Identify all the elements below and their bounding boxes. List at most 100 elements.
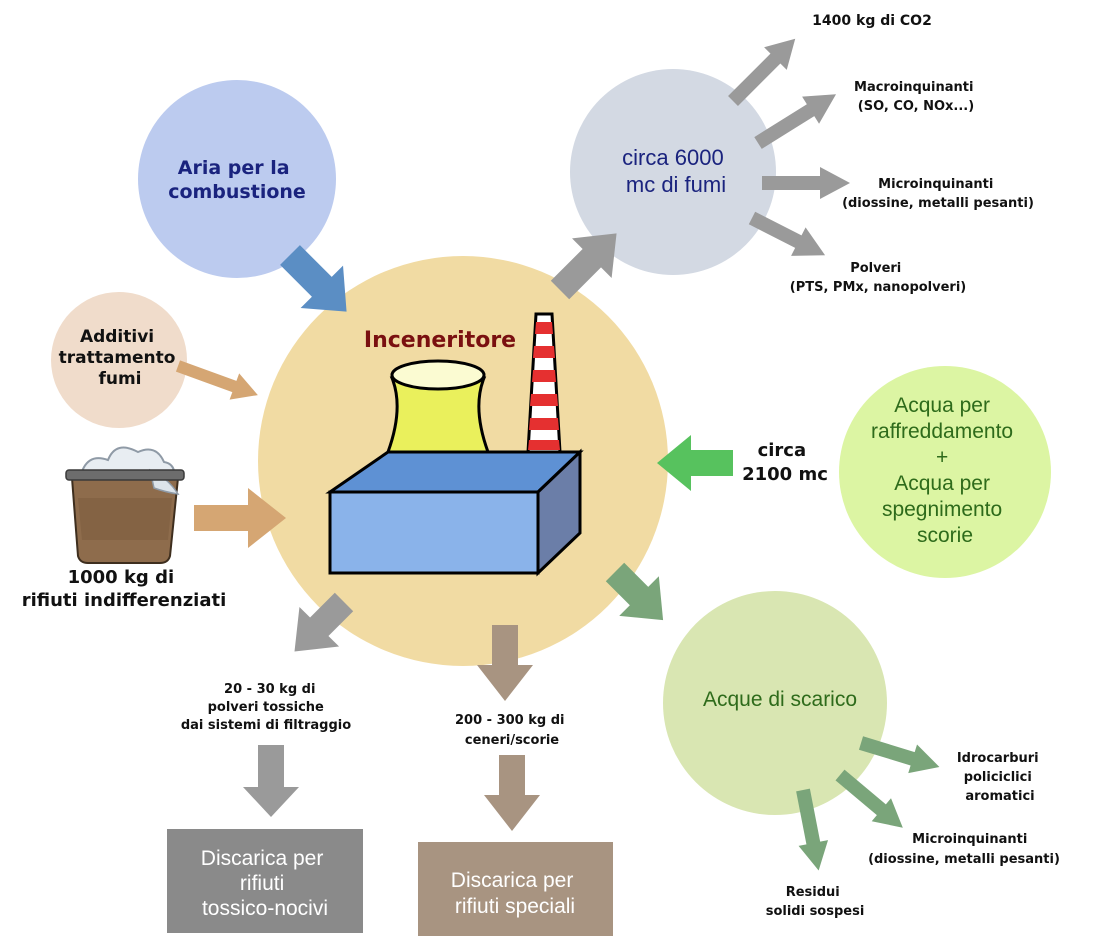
ashes-label-line: ceneri/scorie [465,733,559,748]
arrow-shape [796,788,829,871]
macro-label-line: Macroinquinanti [854,80,973,95]
arrow-additives-in [175,360,258,400]
wastewater-circle [663,591,887,815]
special-landfill-label: Discarica per rifiuti speciali [451,869,579,918]
additives-label-line: fumi [98,369,141,389]
arrow-shape [194,488,286,548]
arrow-ashes-out [477,625,533,701]
arrow-fumes-out [550,233,617,300]
water-label-line: scorie [917,524,973,547]
arrow-residues [796,788,829,871]
chimney-stripe [528,440,560,450]
air-circle [138,80,336,278]
arrow-shape [605,562,664,621]
water-amount-line: 2100 mc [742,464,828,485]
arrow-water-in [657,435,733,491]
arrow-co2 [728,38,796,106]
arrow-micro [762,167,850,199]
water-amount-label: circa 2100 mc [742,440,828,485]
powders-label: Polveri (PTS, PMx, nanopolveri) [790,261,966,295]
special-landfill-box [418,842,613,936]
water-label: Acqua per raffreddamento + Acqua per spe… [871,394,1019,547]
toxic-landfill-label-line: Discarica per [201,847,324,870]
arrow-air-in [280,245,347,312]
building-front [328,490,540,575]
arrow-shape [484,755,540,831]
arrow-wastewater-out [605,562,664,621]
fumes-circle [570,69,776,275]
toxic-landfill-label-line: tossico-nocivi [202,897,328,920]
arrow-shape [762,167,850,199]
water-label-line: Acqua per [894,394,990,417]
toxic-landfill-label-line: rifiuti [240,872,284,895]
micro-label-line: (diossine, metalli pesanti) [842,196,1034,211]
micro-label-line: Microinquinanti [878,177,993,192]
arrow-shape [280,245,347,312]
arrow-shape [477,625,533,701]
toxic-landfill-box [167,829,363,933]
arrow-shape [835,769,903,828]
residues-label-line: solidi sospesi [766,904,865,919]
powders-label-line: (PTS, PMx, nanopolveri) [790,280,966,295]
arrow-macro [754,94,837,149]
water-label-line: spegnimento [882,498,1002,521]
ashes-label: 200 - 300 kg di ceneri/scorie [455,713,569,748]
chimney-stripe [529,418,559,430]
water-label-line: Acqua per [894,472,990,495]
fumes-label: circa 6000 mc di fumi [622,145,730,197]
chimney-stripe [532,370,556,382]
hydrocarbons-label-line: aromatici [965,789,1034,804]
arrow-shape [754,94,837,149]
water-label-line: raffreddamento [871,420,1013,443]
fumes-label-line: circa 6000 [622,145,724,170]
chimney-stripe [530,394,558,406]
residues-label: Residui solidi sospesi [766,885,865,919]
water-micro-label-line: (diossine, metalli pesanti) [868,852,1060,867]
arrow-powders [748,211,826,256]
arrow-shape [858,736,940,774]
incinerator-title: Inceneritore [364,328,516,353]
water-label-line: + [936,446,948,469]
arrow-hydrocarbons [858,736,940,774]
micro-label: Microinquinanti (diossine, metalli pesan… [842,177,1034,211]
residues-label-line: Residui [786,885,840,900]
co2-label: 1400 kg di CO2 [812,13,932,29]
waste-label: 1000 kg di rifiuti indifferenziati [22,567,227,611]
water-amount-line: circa [758,440,807,461]
waste-label-line: rifiuti indifferenziati [22,590,227,611]
waste-label-line: 1000 kg di [68,567,175,588]
air-label: Aria per la combustione [168,157,306,203]
arrow-shape [550,233,617,300]
arrow-shape [748,211,826,256]
arrow-toxic-landfill [243,745,299,817]
additives-label: Additivi trattamento fumi [59,327,182,389]
arrow-special-landfill [484,755,540,831]
hydrocarbons-label-line: Idrocarburi [957,751,1039,766]
toxic-landfill-label: Discarica per rifiuti tossico-nocivi [201,847,329,920]
toxic-powders-label: 20 - 30 kg di polveri tossiche dai siste… [181,682,351,733]
hydrocarbons-label: Idrocarburi policiclici aromatici [957,751,1043,804]
arrow-shape [294,592,354,652]
additives-circle [51,292,187,428]
powders-label-line: Polveri [850,261,901,276]
arrow-shape [243,745,299,817]
macro-label-line: (SO, CO, NOx...) [858,99,974,114]
incinerator-icon [325,312,584,577]
special-landfill-label-line: rifiuti speciali [455,895,575,918]
bin-shade [78,498,172,540]
arrow-waste-in [194,488,286,548]
water-circle [839,366,1051,578]
macro-label: Macroinquinanti (SO, CO, NOx...) [854,80,978,114]
water-micro-label-line: Microinquinanti [912,832,1027,847]
additives-label-line: Additivi [80,327,154,347]
air-label-line: combustione [168,181,306,203]
additives-label-line: trattamento [59,348,176,368]
water-micro-label: Microinquinanti (diossine, metalli pesan… [868,832,1060,867]
air-label-line: Aria per la [178,157,290,179]
arrow-shape [728,38,796,106]
chimney-stripe [533,346,555,358]
toxic-powders-label-line: polveri tossiche [208,700,324,715]
arrow-water-micro [835,769,903,828]
toxic-powders-label-line: dai sistemi di filtraggio [181,718,351,733]
